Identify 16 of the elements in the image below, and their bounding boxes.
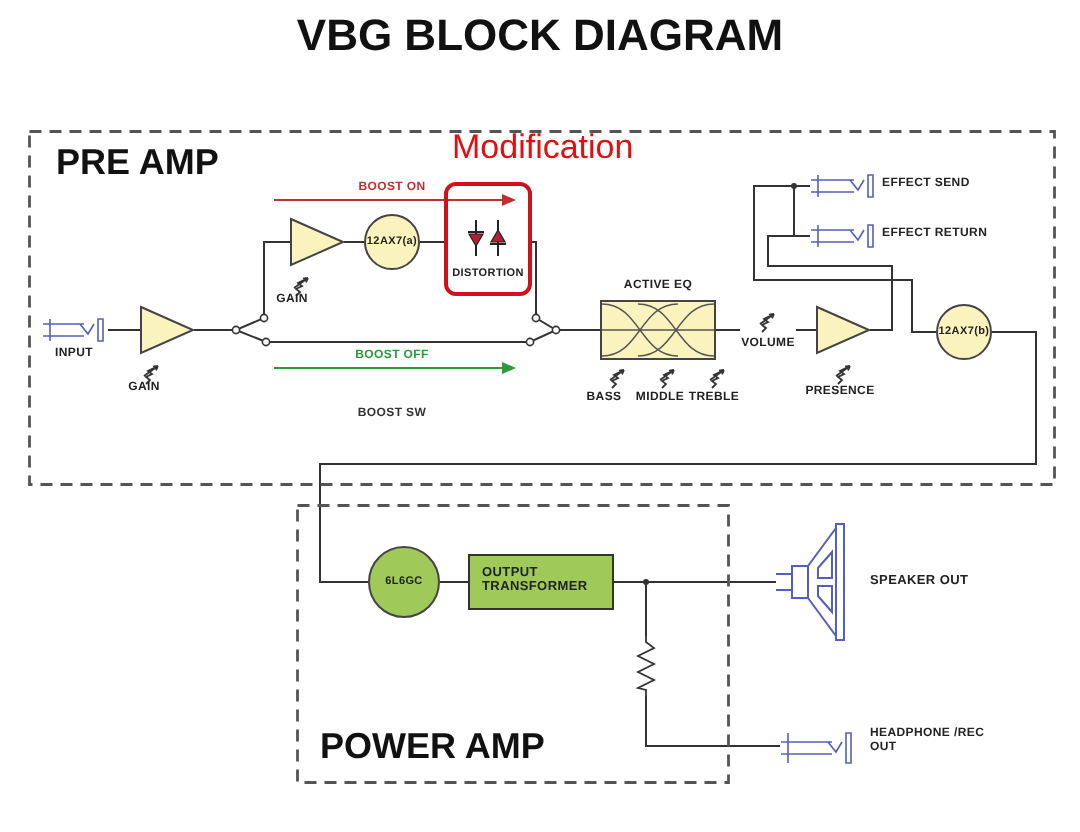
diagram-title: VBG BLOCK DIAGRAM	[294, 10, 786, 62]
section-title: PRE AMP	[56, 142, 219, 184]
connector-line	[613, 581, 647, 637]
connector-line	[343, 241, 365, 243]
connector-line	[645, 695, 781, 747]
annotation-text: Modification	[452, 128, 634, 168]
connector-line	[795, 329, 817, 331]
section-title: POWER AMP	[320, 726, 545, 768]
connector-line	[107, 329, 141, 331]
connector-line	[319, 331, 1037, 583]
connector-line	[715, 329, 741, 331]
connector-line	[439, 581, 469, 583]
connector-line	[753, 185, 937, 333]
connector-line	[419, 241, 445, 243]
connector-line	[793, 185, 811, 237]
connector-line	[767, 235, 893, 331]
